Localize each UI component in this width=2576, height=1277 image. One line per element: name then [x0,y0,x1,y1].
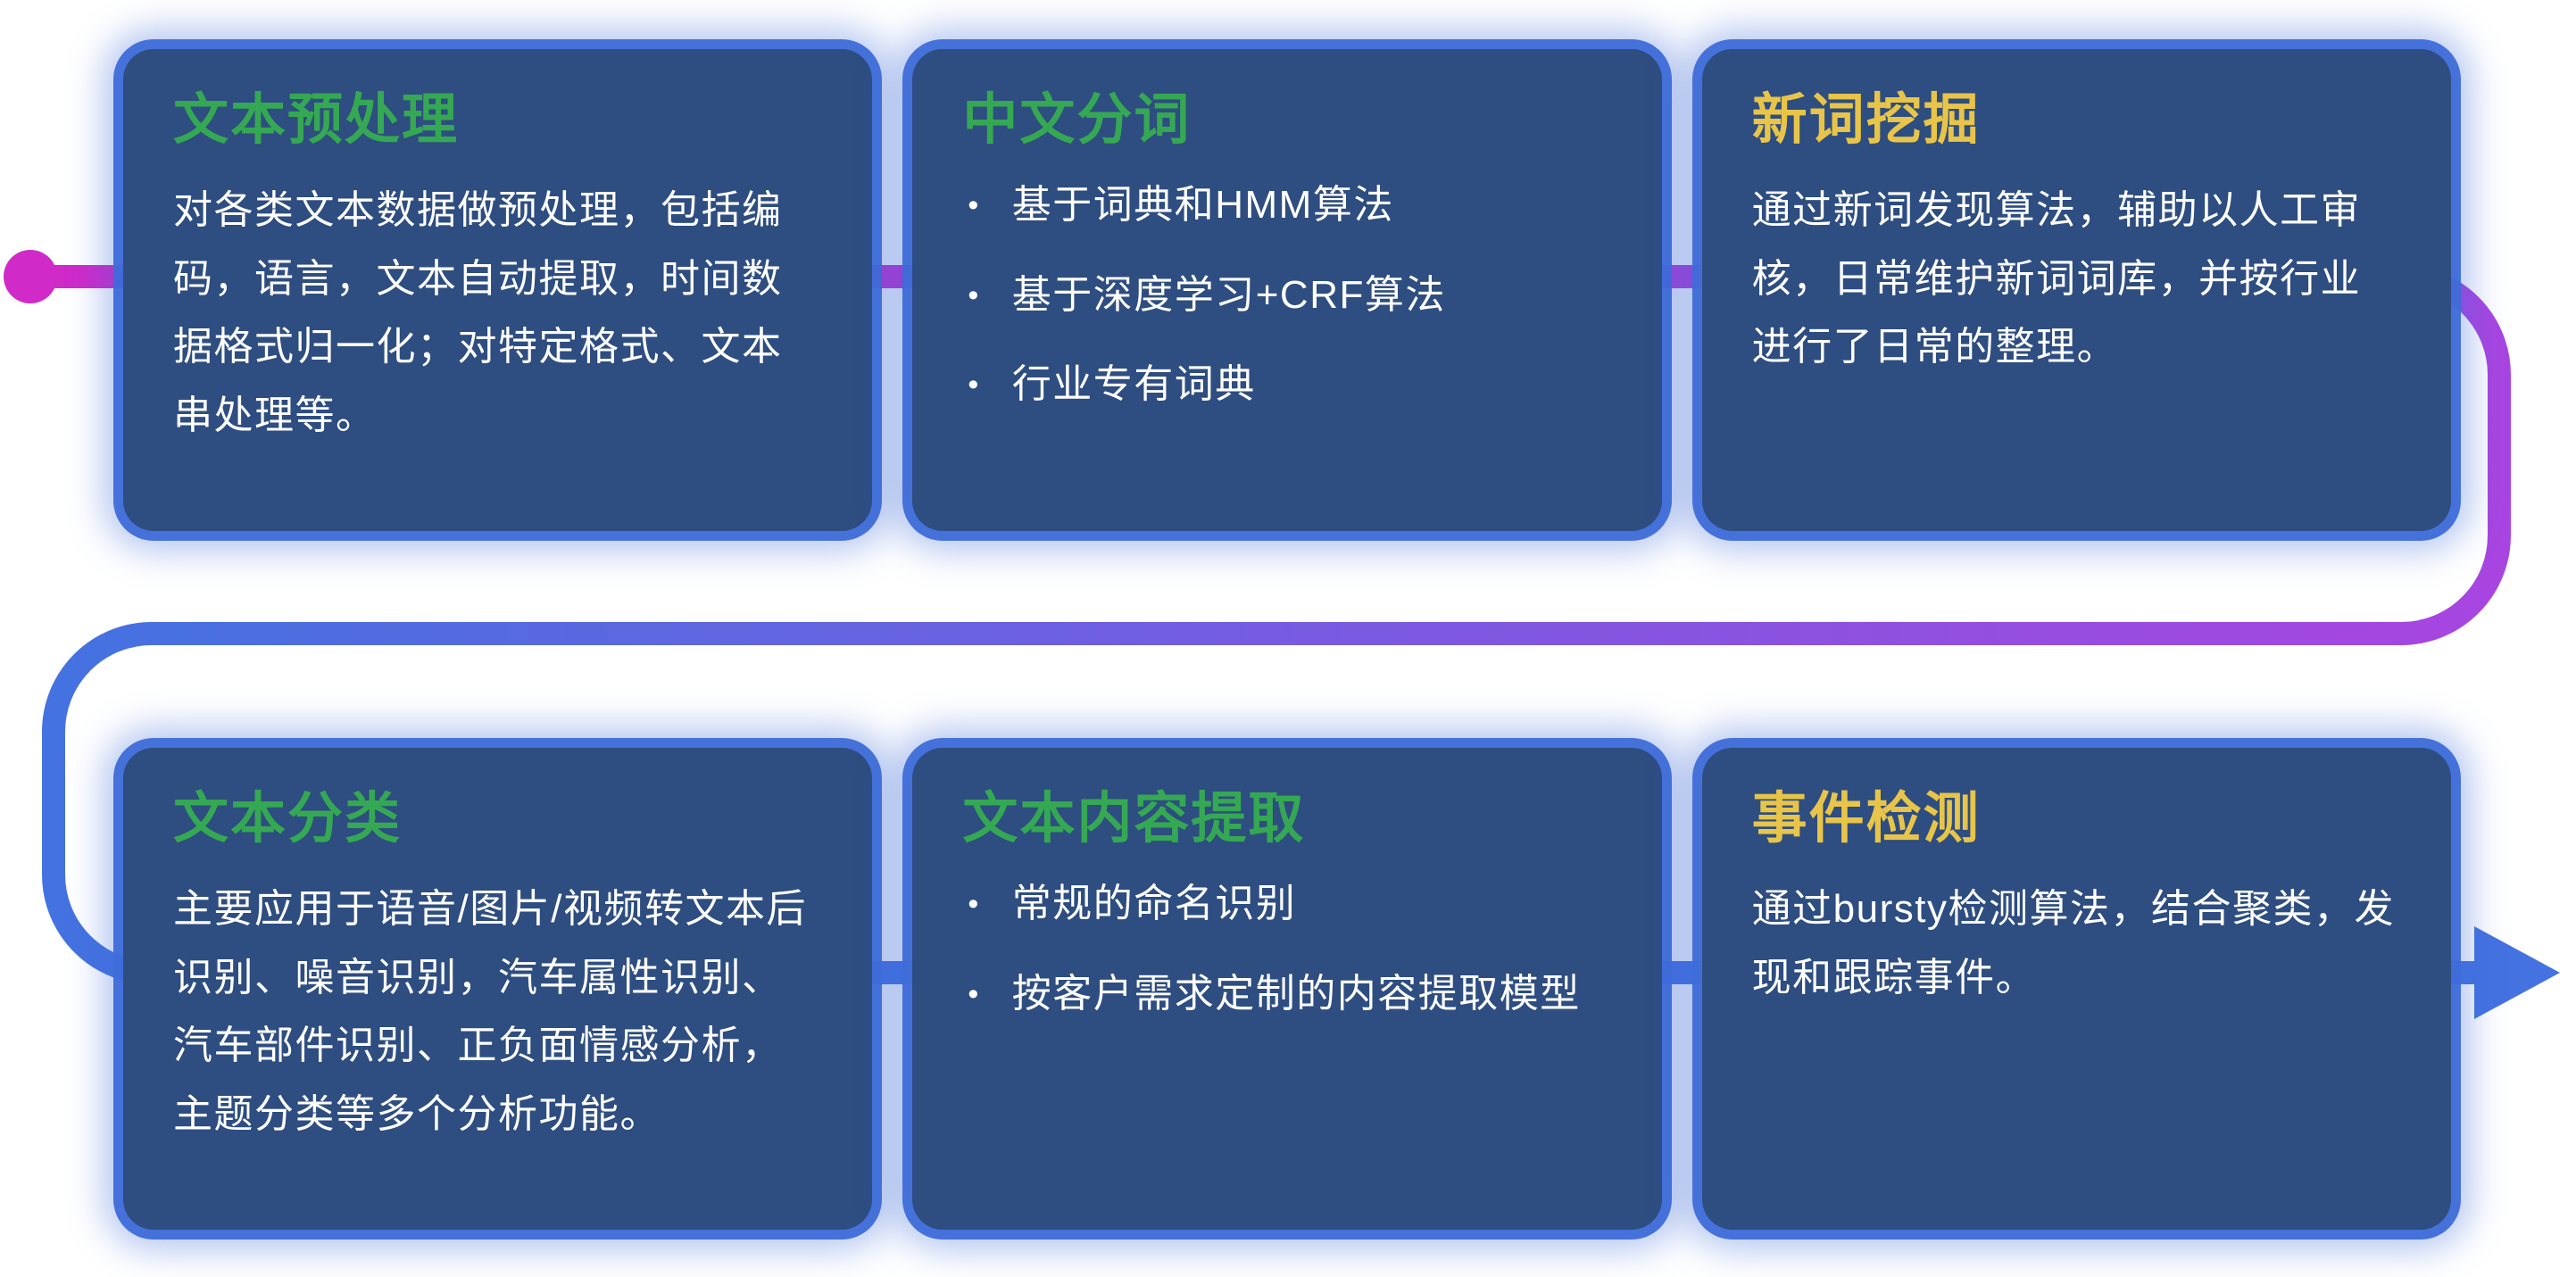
card-title: 文本分类 [173,788,403,850]
flow-segment-middle [42,410,2511,803]
card-title: 事件检测 [1751,788,1981,850]
card-body-text: 对各类文本数据做预处理，包括编码，语言，文本自动提取，时间数据格式归一化；对特定… [173,188,783,437]
card-body-text: 主要应用于语音/图片/视频转文本后识别、噪音识别，汽车属性识别、汽车部件识别、正… [173,887,807,1136]
bullet-text: 基于词典和HMM算法 [1011,183,1394,228]
card-text-preprocessing: 文本预处理 对各类文本数据做预处理，包括编码，语言，文本自动提取，时间数据格式归… [123,49,873,531]
flow-start-dot [4,250,57,303]
bullet-dot: • [968,976,980,1011]
bullet-item: • 基于词典和HMM算法 [968,177,1611,235]
card-chinese-word-segmentation: 中文分词 • 基于词典和HMM算法 • 基于深度学习+CRF算法 • 行业专有词… [912,49,1662,531]
flow-arrow-icon [2474,926,2560,1019]
card-title: 文本预处理 [173,89,460,151]
card-body-text: 通过新词发现算法，辅助以人工审核，日常维护新词词库，并按行业进行了日常的整理。 [1751,188,2362,369]
card-title: 中文分词 [962,89,1192,151]
card-body-text: 通过bursty检测算法，结合聚类，发现和跟踪事件。 [1751,887,2395,999]
bullet-dot: • [968,368,980,402]
bullet-list: • 常规的命名识别 • 按客户需求定制的内容提取模型 [962,875,1611,1023]
card-grid: 文本预处理 对各类文本数据做预处理，包括编码，语言，文本自动提取，时间数据格式归… [123,49,2451,1230]
card-title: 文本内容提取 [962,788,1306,850]
card-text-classification: 文本分类 主要应用于语音/图片/视频转文本后识别、噪音识别，汽车属性识别、汽车部… [123,748,873,1230]
bullet-dot: • [968,188,980,223]
card-text-content-extraction: 文本内容提取 • 常规的命名识别 • 按客户需求定制的内容提取模型 [912,748,1662,1230]
bullet-item: • 行业专有词典 [968,356,1611,414]
card-title: 新词挖掘 [1751,89,1981,151]
bullet-item: • 常规的命名识别 [968,875,1611,933]
bullet-text: 基于深度学习+CRF算法 [1011,272,1446,317]
bullet-dot: • [968,887,980,922]
bullet-text: 常规的命名识别 [1011,882,1297,926]
bullet-list: • 基于词典和HMM算法 • 基于深度学习+CRF算法 • 行业专有词典 [962,177,1611,414]
bullet-dot: • [968,278,980,312]
card-event-detection: 事件检测 通过bursty检测算法，结合聚类，发现和跟踪事件。 [1701,748,2451,1230]
bullet-item: • 按客户需求定制的内容提取模型 [968,966,1611,1024]
bullet-text: 行业专有词典 [1011,362,1256,407]
bullet-text: 按客户需求定制的内容提取模型 [1011,971,1581,1016]
card-new-word-mining: 新词挖掘 通过新词发现算法，辅助以人工审核，日常维护新词词库，并按行业进行了日常… [1701,49,2451,531]
bullet-item: • 基于深度学习+CRF算法 [968,267,1611,325]
